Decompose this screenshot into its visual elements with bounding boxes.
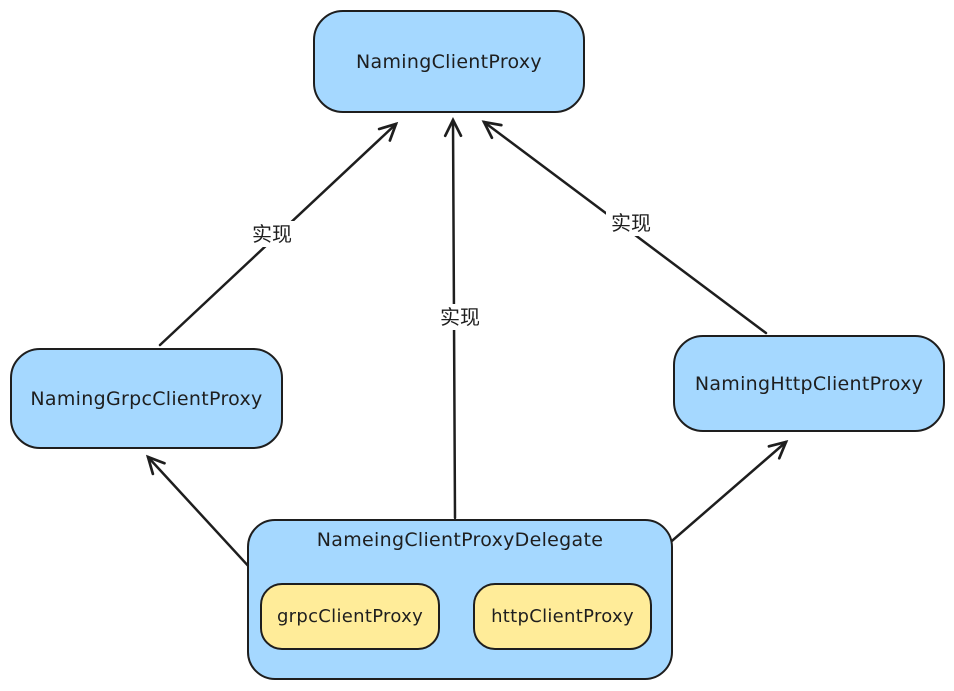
edge-label-implements-left: 实现 [247,221,297,247]
node-grpc-client-proxy-field: grpcClientProxy [260,583,440,650]
node-naming-client-proxy: NamingClientProxy [313,10,585,113]
node-naming-grpc-client-proxy-label: NamingGrpcClientProxy [30,387,263,410]
node-naming-http-client-proxy: NamingHttpClientProxy [673,335,945,432]
edge-label-implements-middle: 实现 [435,304,485,330]
node-naming-http-client-proxy-label: NamingHttpClientProxy [694,372,924,395]
node-naming-client-proxy-label: NamingClientProxy [356,50,542,73]
edge-label-implements-right: 实现 [606,210,656,236]
edge-grpcfield-to-grpcproxy [145,454,265,584]
node-grpc-client-proxy-field-label: grpcClientProxy [276,606,424,627]
node-nameing-client-proxy-delegate-label: NameingClientProxyDelegate [316,529,604,551]
node-http-client-proxy-field-label: httpClientProxy [491,606,634,627]
node-http-client-proxy-field: httpClientProxy [473,583,652,650]
node-naming-grpc-client-proxy: NamingGrpcClientProxy [10,348,283,449]
